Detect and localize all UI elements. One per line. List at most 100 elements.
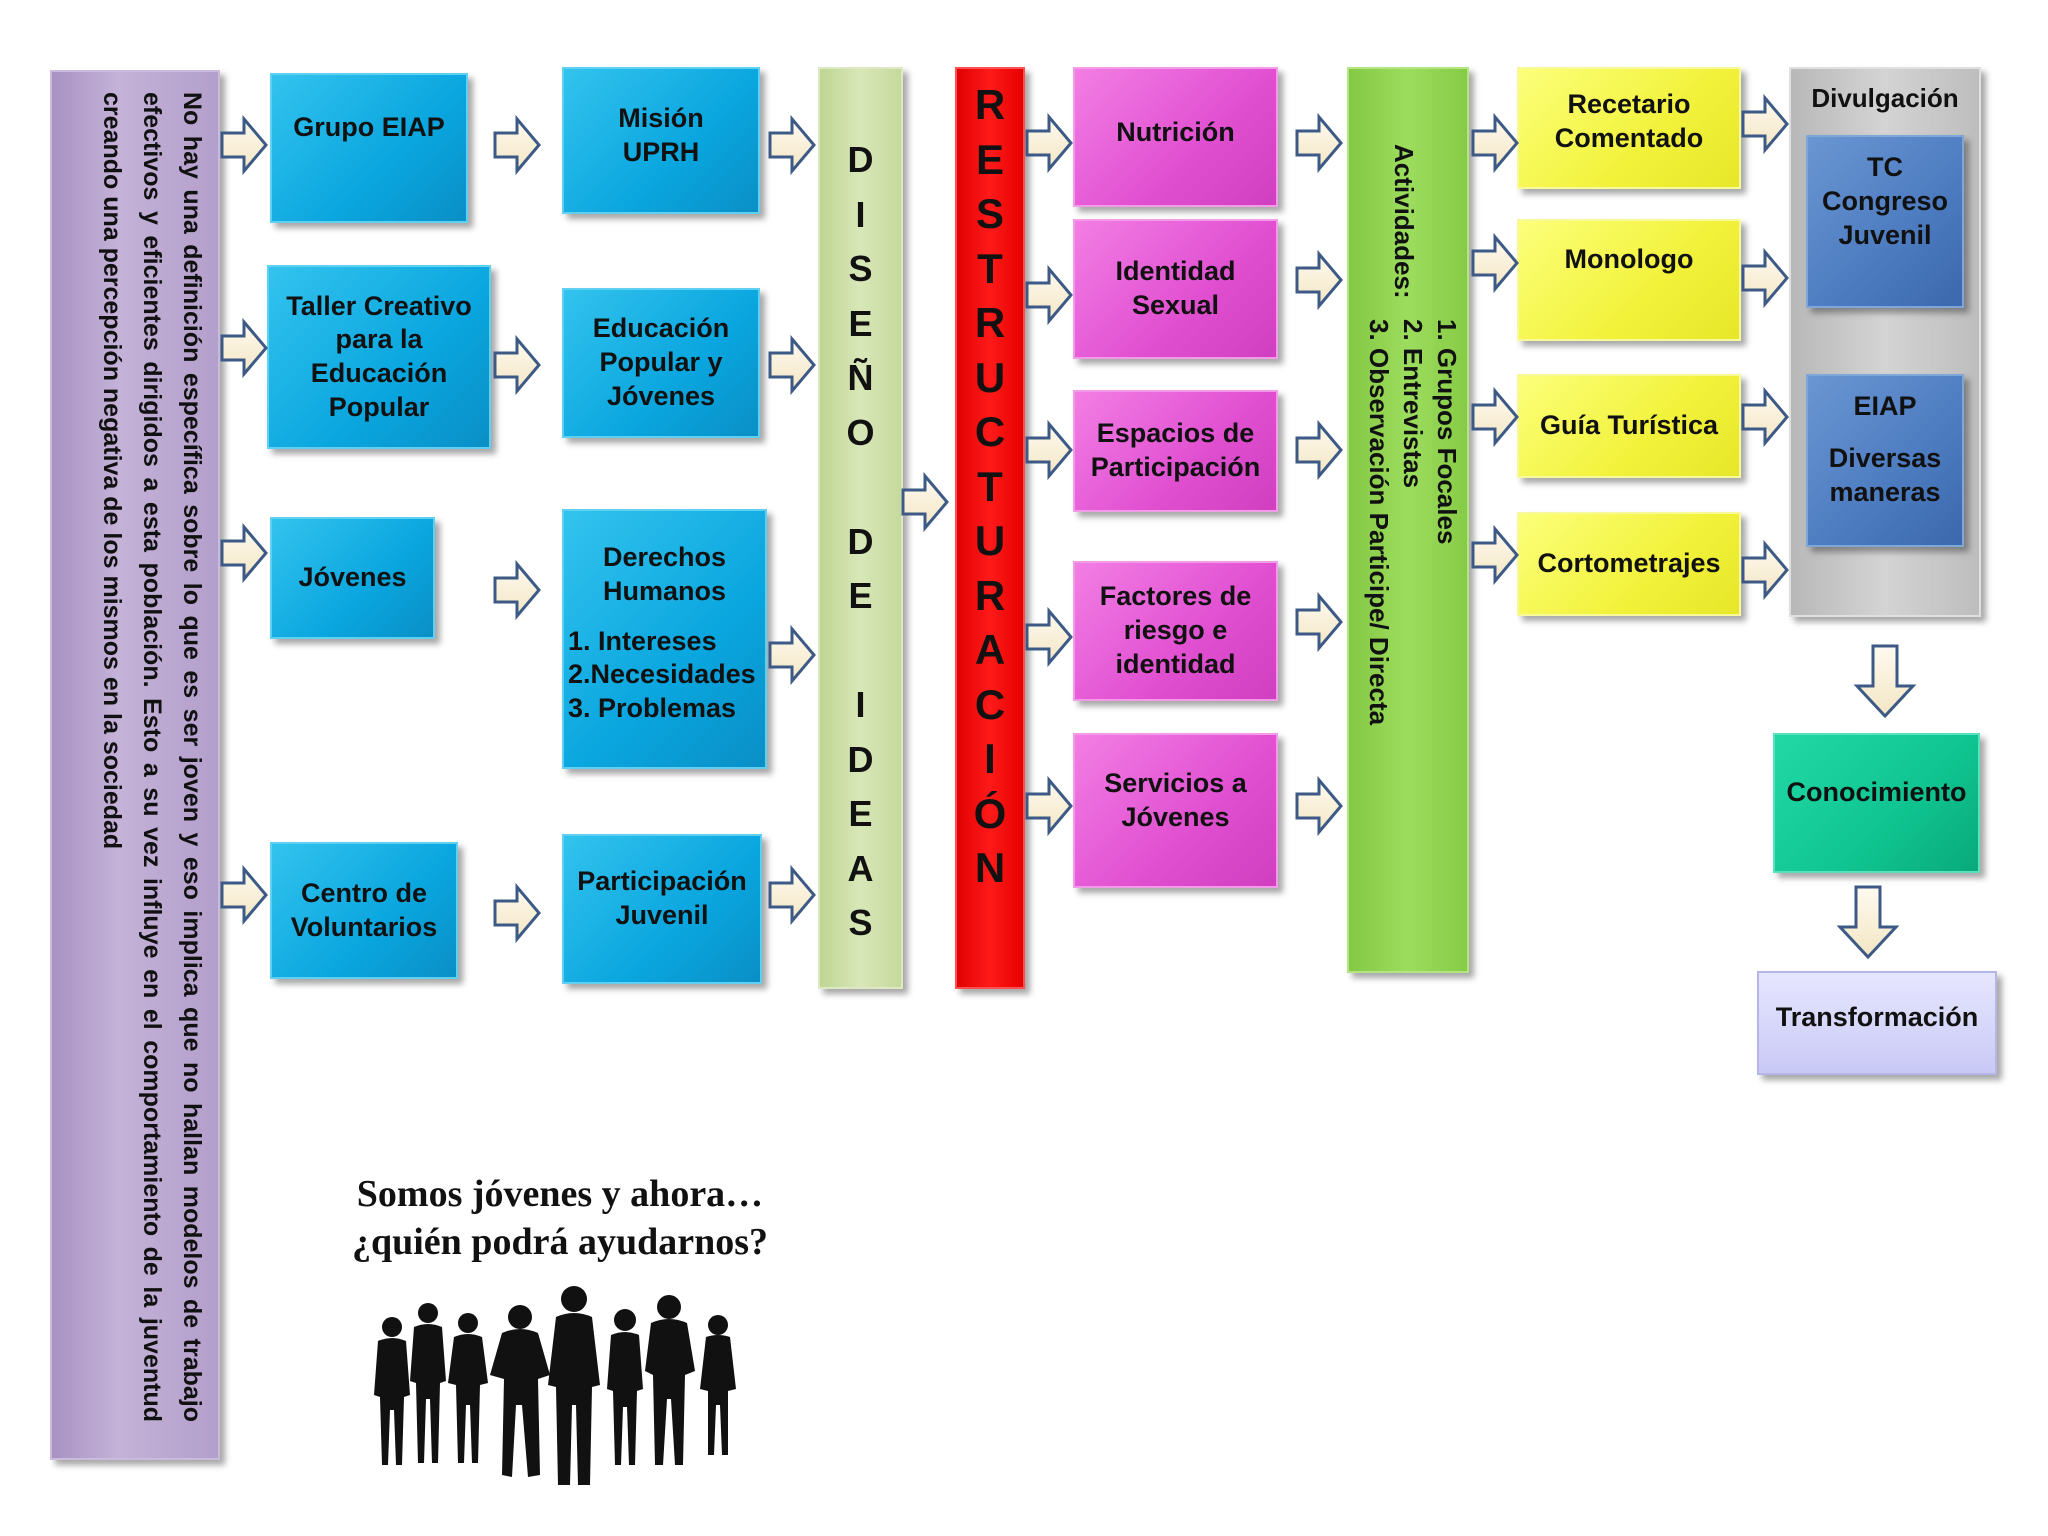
box-cortometrajes: Cortometrajes (1517, 512, 1741, 616)
restructuracion-letter: T (977, 462, 1003, 510)
restructuracion-letter: R (974, 81, 1006, 128)
right-arrow-icon (1295, 419, 1343, 481)
box-identidad-sexual: Identidad Sexual (1073, 219, 1278, 359)
right-arrow-icon (1741, 539, 1789, 601)
right-arrow-icon (1025, 419, 1073, 481)
caption-line-1: Somos jóvenes y ahora… (356, 1173, 764, 1215)
right-arrow-icon (1295, 249, 1343, 311)
box-transformacion: Transformación (1757, 971, 1997, 1075)
box-mision-uprh: Misión UPRH (562, 67, 760, 214)
right-arrow-icon (493, 559, 541, 621)
right-arrow-icon (768, 864, 816, 926)
diseno-letter: S (848, 248, 873, 289)
right-arrow-icon (1025, 606, 1073, 668)
derechos-humanos-title: Derechos Humanos (602, 542, 727, 606)
restructuracion-letter: R (974, 299, 1006, 346)
box-conocimiento: Conocimiento (1773, 733, 1980, 873)
box-participacion-juvenil: Participación Juvenil (562, 834, 762, 984)
restructuracion-letter: C (974, 680, 1006, 728)
eiap-title: EIAP (1853, 391, 1917, 421)
restructuracion-letter: C (974, 408, 1006, 455)
box-educacion-popular: Educación Popular y Jóvenes (562, 288, 760, 438)
diseno-letter: D (847, 738, 874, 780)
restructuracion-letter: N (974, 844, 1006, 891)
caption-line-2: ¿quién podrá ayudarnos? (351, 1221, 768, 1263)
derechos-list: 1. Intereses 2.Necesidades 3. Problemas (564, 625, 765, 726)
box-recetario-comentado: Recetario Comentado (1517, 67, 1741, 189)
box-nutricion: Nutrición (1073, 67, 1278, 207)
list-item: 2.Necesidades (568, 659, 756, 690)
restructuracion-letter: S (975, 190, 1004, 237)
box-monologo: Monologo (1517, 219, 1741, 341)
box-espacios-participacion: Espacios de Participación (1073, 390, 1278, 512)
diseno-letter: A (847, 847, 874, 889)
box-tc-congreso: TC Congreso Juvenil (1806, 135, 1964, 308)
right-arrow-icon (220, 317, 268, 379)
right-arrow-icon (768, 334, 816, 396)
box-taller-creativo: Taller Creativo para la Educación Popula… (267, 265, 491, 449)
right-arrow-icon (1025, 264, 1073, 326)
list-item: 3. Problemas (568, 693, 737, 723)
right-arrow-icon (768, 114, 816, 176)
right-arrow-icon (220, 864, 268, 926)
box-factores-riesgo: Factores de riesgo e identidad (1073, 561, 1278, 701)
box-derechos-humanos: Misión UPRH Derechos Humanos 1. Interese… (562, 509, 767, 769)
person-figure (700, 1315, 736, 1455)
right-arrow-icon (1295, 591, 1343, 653)
diseno-letter: E (848, 302, 873, 344)
diseno-letter: D (847, 520, 874, 562)
problem-statement-panel: No hay una definición específica sobre l… (50, 70, 220, 1460)
right-arrow-icon (1741, 247, 1789, 309)
person-figure (490, 1305, 550, 1477)
box-centro-voluntarios: Centro de Voluntarios (270, 842, 458, 979)
people-silhouette-image (374, 1286, 736, 1485)
actividades-column: Actividades: 1. Grupos Focales 2. Entrev… (1347, 67, 1469, 973)
box-grupo-eiap: Grupo EIAP (270, 73, 468, 223)
right-arrow-icon (1741, 386, 1789, 448)
person-figure (448, 1313, 488, 1463)
person-figure (410, 1303, 446, 1463)
right-arrow-icon (493, 114, 541, 176)
right-arrow-icon (768, 624, 816, 686)
box-jovenes: Jóvenes (270, 517, 435, 639)
restructuracion-letter: A (974, 626, 1006, 673)
right-arrow-icon (1471, 524, 1519, 586)
divulgacion-title: Divulgación (1811, 83, 1959, 113)
diseno-letter: S (848, 902, 873, 943)
right-arrow-icon (1025, 112, 1073, 174)
right-arrow-icon (1471, 232, 1519, 294)
person-figure (548, 1286, 600, 1485)
down-arrow-icon (1853, 644, 1917, 719)
person-figure (645, 1295, 695, 1465)
restructuracion-letter: U (974, 517, 1006, 564)
box-guia-turistica: Guía Turística (1517, 374, 1741, 478)
box-eiap-diversas: EIAP Diversas maneras (1806, 374, 1964, 547)
person-figure (374, 1317, 410, 1465)
diseno-letter: I (855, 193, 866, 235)
caption: Somos jóvenes y ahora… ¿quién podrá ayud… (300, 1170, 820, 1266)
right-arrow-icon (493, 882, 541, 944)
restructuracion-letter: T (977, 244, 1003, 292)
diseno-letter: E (848, 575, 873, 616)
diseno-letter: E (848, 793, 873, 834)
right-arrow-icon (1295, 112, 1343, 174)
list-item: 1. Intereses (568, 625, 717, 656)
diseno-letter: O (846, 411, 875, 453)
right-arrow-icon (1025, 775, 1073, 837)
diseno-letter: D (847, 139, 874, 180)
right-arrow-icon (901, 471, 949, 533)
restructuracion-letter: R (974, 571, 1006, 619)
restructuracion-letter: I (984, 735, 996, 782)
restructuracion-letter: Ó (973, 789, 1007, 837)
diseno-letter: Ñ (847, 357, 874, 398)
eiap-body: Diversas maneras (1828, 442, 1942, 507)
right-arrow-icon (1295, 775, 1343, 837)
box-servicios-jovenes: Servicios a Jóvenes (1073, 733, 1278, 888)
right-arrow-icon (1741, 93, 1789, 155)
restructuracion-letter: U (974, 353, 1006, 401)
restructuracion-letter: E (975, 135, 1004, 183)
diseno-letter: I (855, 684, 866, 725)
